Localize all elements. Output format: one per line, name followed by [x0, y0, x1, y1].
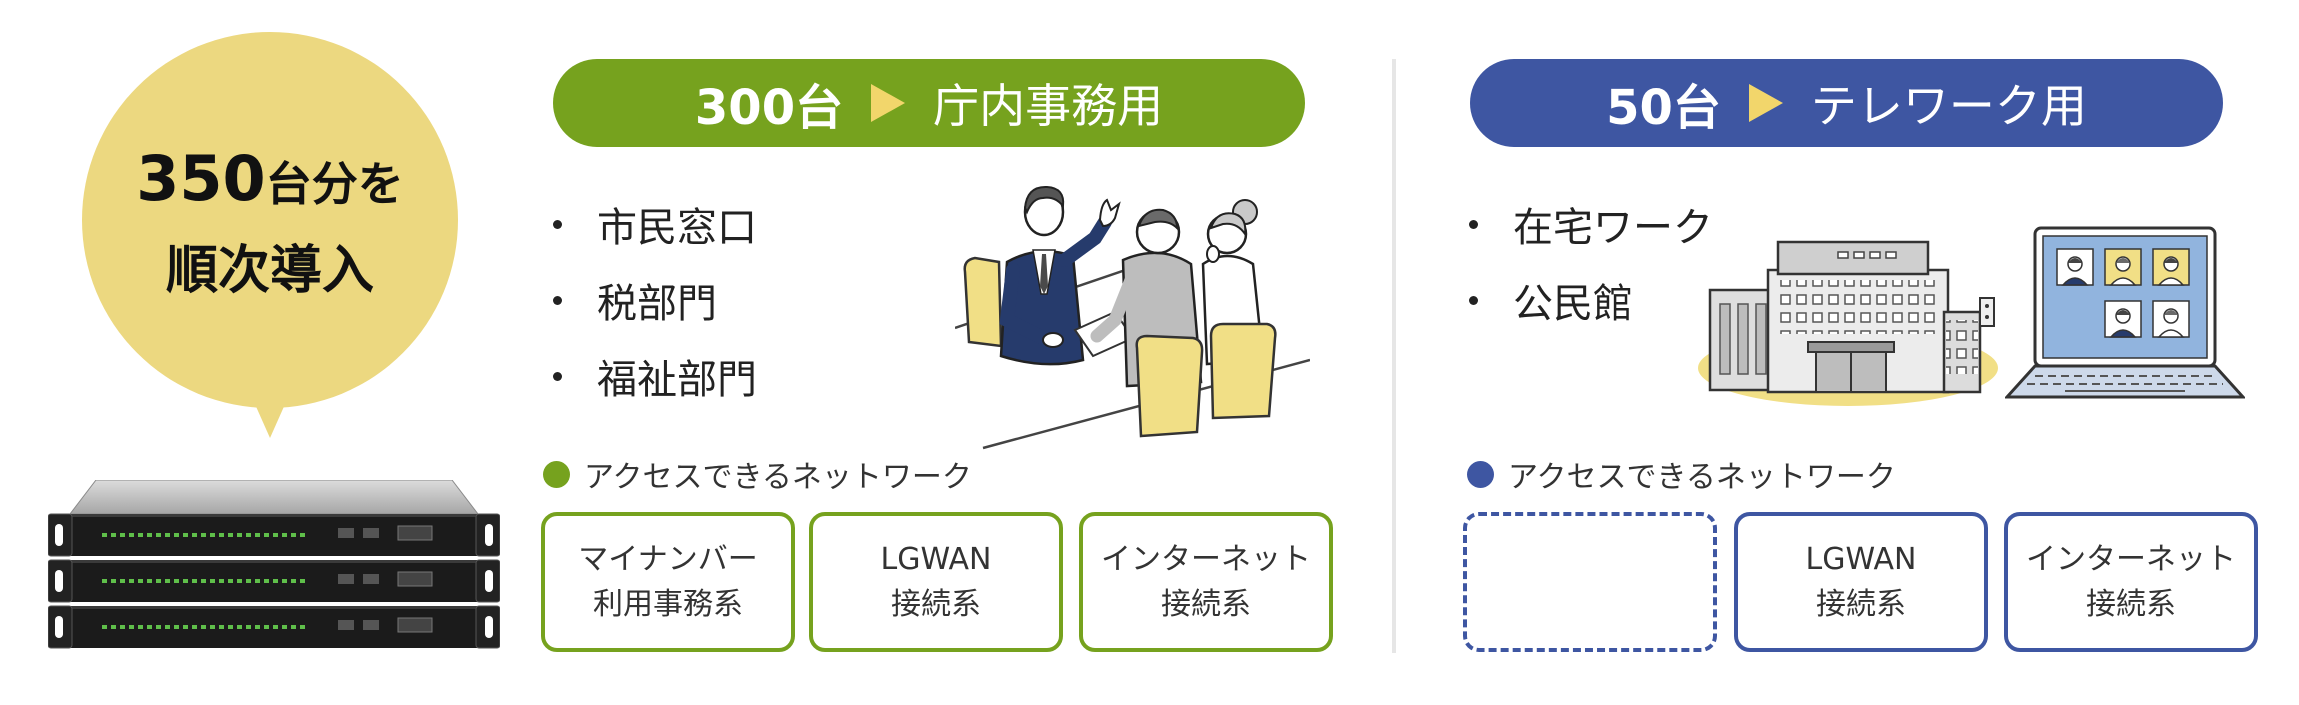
network-box-empty-placeholder	[1463, 512, 1717, 652]
telework-network-label: アクセスできるネットワーク	[1467, 454, 1896, 495]
laptop-keyboard	[2005, 364, 2245, 399]
office-use-header-pill: 300台 庁内事務用	[553, 59, 1305, 147]
circle-dot-icon	[543, 460, 570, 488]
office-network-label: アクセスできるネットワーク	[543, 454, 972, 495]
server-unit	[48, 605, 500, 649]
bullet-dot-icon	[553, 295, 562, 305]
office-purpose-label: 庁内事務用	[933, 79, 1164, 133]
list-item: 税部門	[553, 262, 757, 338]
list-item: 福祉部門	[553, 338, 757, 414]
video-tile	[2056, 248, 2094, 286]
chair-back	[1209, 322, 1277, 420]
network-box-line2: 接続系	[1816, 587, 1906, 622]
server-unit	[48, 513, 500, 557]
list-item-label: 公民館	[1513, 281, 1633, 327]
video-tile	[2104, 300, 2142, 338]
network-label-text: アクセスできるネットワーク	[584, 460, 972, 495]
network-label-text: アクセスできるネットワーク	[1508, 460, 1896, 495]
bullet-dot-icon	[553, 371, 562, 381]
network-box-line1: マイナンバー	[578, 542, 758, 577]
video-call-laptop-illustration	[2005, 226, 2245, 399]
telework-purpose-label: テレワーク用	[1810, 79, 2087, 133]
network-box-line2: 接続系	[2086, 587, 2176, 622]
bubble-number: 350	[136, 142, 266, 215]
office-meeting-illustration	[955, 185, 1310, 450]
network-box-internet: インターネット 接続系	[1079, 512, 1333, 652]
network-box-line1: LGWAN	[1805, 542, 1917, 577]
bubble-suffix: 台分を	[265, 157, 404, 211]
chair-back	[963, 256, 1003, 348]
bullet-dot-icon	[1469, 219, 1478, 229]
telework-location-list: 在宅ワーク 公民館	[1469, 186, 1713, 338]
office-department-list: 市民窓口 税部門 福祉部門	[553, 186, 757, 414]
network-box-line1: LGWAN	[880, 542, 992, 577]
speech-bubble-tail	[254, 402, 286, 438]
bubble-line-1: 350台分を	[136, 141, 403, 233]
speech-bubble: 350台分を 順次導入	[82, 32, 458, 408]
list-item-label: 市民窓口	[597, 205, 757, 251]
bullet-dot-icon	[553, 219, 562, 229]
bubble-line-2: 順次導入	[165, 241, 374, 301]
list-item-label: 在宅ワーク	[1513, 205, 1713, 251]
circle-dot-icon	[1467, 460, 1494, 488]
video-tile	[2152, 300, 2190, 338]
telework-header-pill: 50台 テレワーク用	[1470, 59, 2223, 147]
standing-man-figure	[999, 185, 1121, 366]
list-item: 公民館	[1469, 262, 1713, 338]
network-box-lgwan: LGWAN 接続系	[1734, 512, 1988, 652]
play-arrow-icon	[871, 84, 906, 122]
network-box-lgwan: LGWAN 接続系	[809, 512, 1063, 652]
server-top-cover	[68, 480, 480, 515]
rack-server-illustration	[48, 480, 500, 649]
network-box-internet: インターネット 接続系	[2004, 512, 2258, 652]
network-box-line1: インターネット	[1101, 542, 1311, 577]
list-item: 市民窓口	[553, 186, 757, 262]
list-item: 在宅ワーク	[1469, 186, 1713, 262]
public-building-illustration	[1698, 240, 1998, 406]
video-tile	[2104, 248, 2142, 286]
telework-device-count: 50台	[1606, 80, 1721, 136]
network-box-line2: 接続系	[891, 587, 981, 622]
network-box-mynumber: マイナンバー 利用事務系	[541, 512, 795, 652]
server-unit	[48, 559, 500, 603]
list-item-label: 福祉部門	[597, 357, 757, 403]
bullet-dot-icon	[1469, 295, 1478, 305]
network-box-line2: 利用事務系	[593, 587, 743, 622]
play-arrow-icon	[1748, 84, 1783, 122]
office-device-count: 300台	[694, 80, 844, 136]
section-divider	[1392, 59, 1396, 653]
network-box-line1: インターネット	[2026, 542, 2236, 577]
chair-back	[1135, 334, 1204, 438]
video-tile	[2152, 248, 2190, 286]
list-item-label: 税部門	[597, 281, 717, 327]
network-box-line2: 接続系	[1161, 587, 1251, 622]
